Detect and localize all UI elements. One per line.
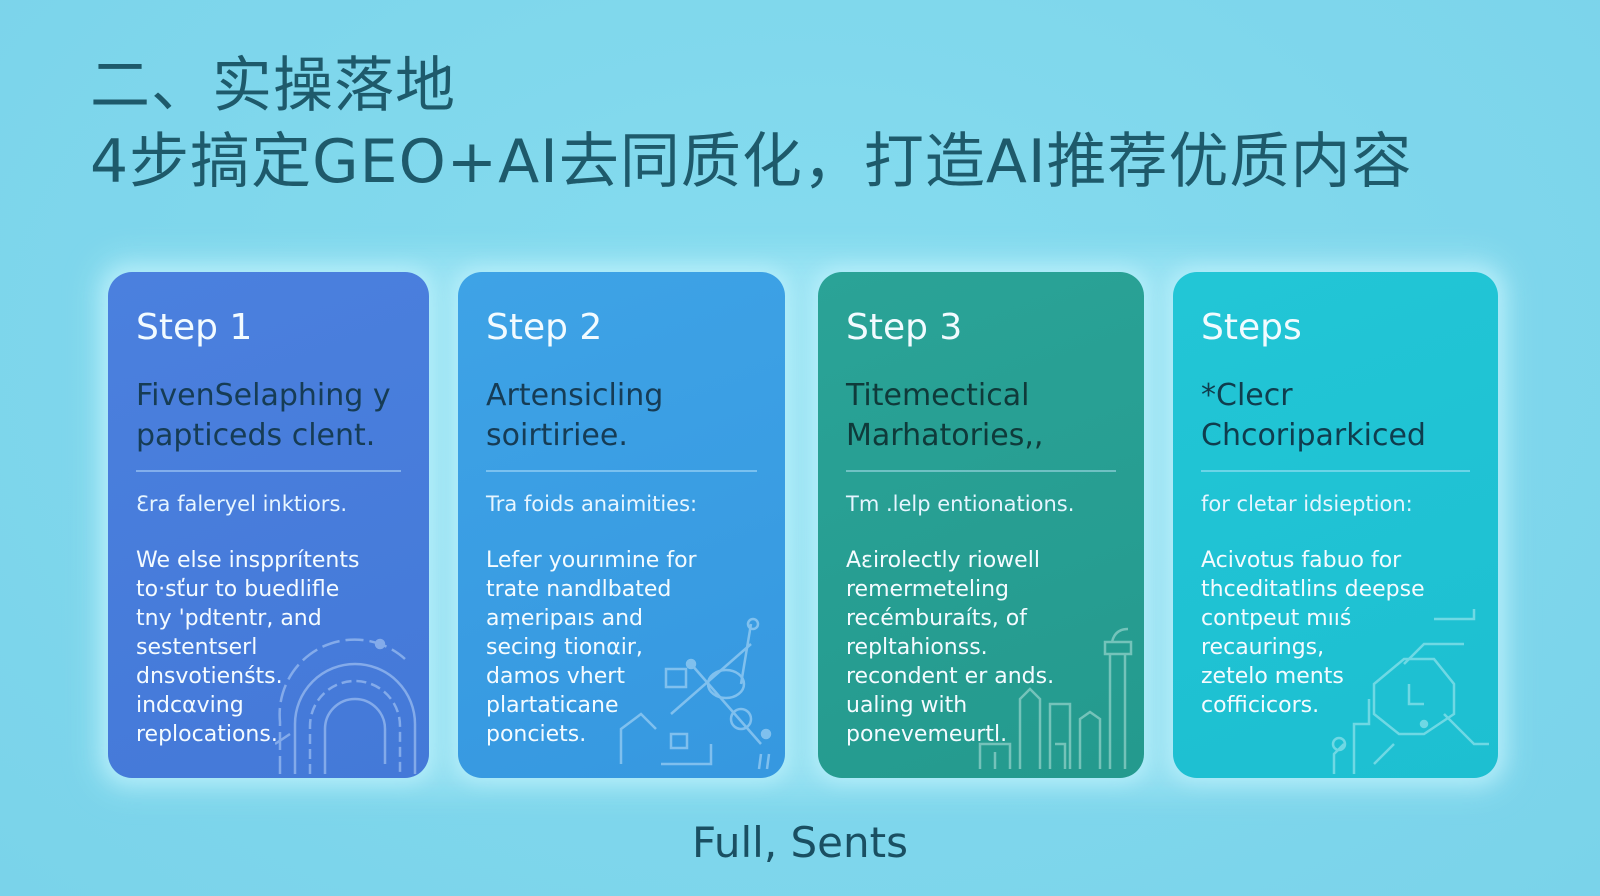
step-subtitle: for cletar idsieption: bbox=[1201, 492, 1413, 516]
step-heading: *Clecr Chcoriparkiced bbox=[1201, 376, 1470, 456]
body-line: damos vhert bbox=[486, 664, 625, 689]
body-line: contpeut mııś bbox=[1201, 606, 1352, 631]
body-line: Aεirolectly riowell bbox=[846, 548, 1040, 573]
step-label: Step 3 bbox=[846, 307, 963, 348]
step-heading-line: papticeds clent. bbox=[136, 418, 376, 453]
network-nodes-icon bbox=[619, 617, 772, 770]
body-line: indcαving bbox=[136, 693, 244, 718]
step-body: Acivotus fabuo for thceditatlins deepse … bbox=[1201, 546, 1470, 720]
footer-caption: Full, Sents bbox=[692, 818, 908, 867]
step-heading-line: *Clecr bbox=[1201, 378, 1293, 413]
city-buildings-icon bbox=[978, 627, 1133, 769]
step-heading: Artensicling soirtiriee. bbox=[486, 376, 757, 456]
body-line: to·sťur to buedlifle bbox=[136, 577, 340, 602]
step-card-1: Step 1 FivenSelaphing y papticeds clent.… bbox=[108, 272, 429, 778]
section-title: 二、实操落地 bbox=[90, 51, 456, 121]
step-body: We else inspprítents to·sťur to buedlifl… bbox=[136, 546, 401, 749]
slide-subtitle: 4步搞定GEO+AI去同质化，打造AI推荐优质内容 bbox=[90, 127, 1413, 197]
body-line: recémburaíts, of bbox=[846, 606, 1027, 631]
body-line: repltahionss. bbox=[846, 635, 988, 660]
body-line: ponciets. bbox=[486, 722, 587, 747]
circuit-path-icon bbox=[1331, 609, 1489, 774]
step-heading: FivenSelaphing y papticeds clent. bbox=[136, 376, 401, 456]
divider bbox=[136, 470, 401, 472]
step-label: Step 2 bbox=[486, 307, 603, 348]
step-label: Step 1 bbox=[136, 307, 253, 348]
body-line: We else inspprítents bbox=[136, 548, 360, 573]
body-line: dnsvotienśts. bbox=[136, 664, 283, 689]
step-subtitle: Tm .lelp entionations. bbox=[846, 492, 1075, 516]
step-heading-line: FivenSelaphing y bbox=[136, 378, 391, 413]
circuit-arc-icon bbox=[275, 638, 417, 774]
step-body: Aεirolectly riowell remermeteling recémb… bbox=[846, 546, 1116, 749]
body-line: ualing with bbox=[846, 693, 968, 718]
step-subtitle: Tra foids anaimities: bbox=[486, 492, 698, 516]
step-heading-line: Chcoriparkiced bbox=[1201, 418, 1426, 453]
step-heading-line: soirtiriee. bbox=[486, 418, 628, 453]
divider bbox=[1201, 470, 1470, 472]
step-heading: Titemectical Marhatories,, bbox=[846, 376, 1116, 456]
step-card-2: Step 2 Artensicling soirtiriee. Tra foid… bbox=[458, 272, 785, 778]
body-line: zetelo ments bbox=[1201, 664, 1344, 689]
slide-title: 二、实操落地 4步搞定GEO+AI去同质化，打造AI推荐优质内容 bbox=[90, 48, 1413, 200]
divider bbox=[486, 470, 757, 472]
body-line: cofficicors. bbox=[1201, 693, 1320, 718]
body-line: secing tionαir, bbox=[486, 635, 643, 660]
body-line: replocations. bbox=[136, 722, 278, 747]
body-line: trate nandlbated bbox=[486, 577, 672, 602]
body-line: tny 'pdtentr, and bbox=[136, 606, 322, 631]
body-line: ponevemeurtl. bbox=[846, 722, 1008, 747]
step-card-4: Steps *Clecr Chcoriparkiced for cletar i… bbox=[1173, 272, 1498, 778]
step-heading-line: Artensicling bbox=[486, 378, 664, 413]
step-subtitle: Ɛra faleryel inktiors. bbox=[136, 492, 348, 516]
body-line: aṃeripaıs and bbox=[486, 606, 644, 631]
step-heading-line: Marhatories,, bbox=[846, 418, 1044, 453]
step-card-3: Step 3 Titemectical Marhatories,, Tm .le… bbox=[818, 272, 1144, 778]
divider bbox=[846, 470, 1116, 472]
body-line: thceditatlins deepse bbox=[1201, 577, 1425, 602]
body-line: sestentserl bbox=[136, 635, 258, 660]
body-line: recondent er ands. bbox=[846, 664, 1055, 689]
body-line: Lefer yourımine for bbox=[486, 548, 697, 573]
body-line: plartaticane bbox=[486, 693, 619, 718]
body-line: remermeteling bbox=[846, 577, 1009, 602]
step-label: Steps bbox=[1201, 307, 1302, 348]
step-heading-line: Titemectical bbox=[846, 378, 1030, 413]
body-line: Acivotus fabuo for bbox=[1201, 548, 1402, 573]
body-line: recaurings, bbox=[1201, 635, 1325, 660]
step-body: Lefer yourımine for trate nandlbated aṃe… bbox=[486, 546, 757, 749]
